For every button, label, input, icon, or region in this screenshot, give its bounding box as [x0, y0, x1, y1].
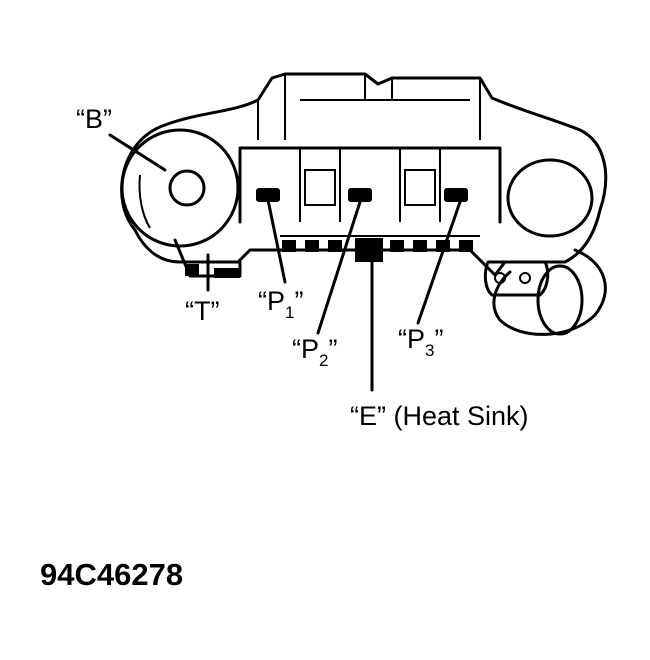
p2-terminal-pad	[348, 188, 372, 202]
p1-terminal-pad	[256, 188, 280, 202]
label-p3: “P3”	[398, 324, 443, 360]
panel-dividers	[299, 148, 441, 222]
figure-id: 94C46278	[40, 557, 183, 592]
top-ridge	[257, 74, 481, 140]
p1-leader	[266, 198, 287, 284]
mount-plate	[483, 260, 550, 297]
b-terminal-hole	[168, 169, 206, 207]
t-terminal-nut	[185, 264, 199, 276]
heat-sink-fins	[280, 235, 480, 262]
label-p1: “P1”	[258, 286, 303, 322]
t-terminal-pad	[214, 268, 240, 278]
p3-terminal-pad	[444, 188, 468, 202]
label-t: “T”	[185, 296, 219, 326]
label-p2: “P2”	[292, 334, 337, 370]
terminal-panel	[238, 146, 502, 224]
b-shading	[138, 174, 151, 229]
b-terminal-boss	[120, 128, 240, 248]
panel-windows	[304, 169, 436, 206]
b-leader	[108, 133, 167, 172]
label-e-heat-sink: “E” (Heat Sink)	[350, 401, 529, 431]
mount-hole-right	[519, 272, 531, 284]
p3-leader	[416, 200, 462, 325]
right-ear-inner	[536, 264, 584, 336]
label-b: “B”	[76, 104, 112, 134]
p2-leader	[316, 200, 362, 335]
mount-hole-left	[494, 272, 506, 284]
right-terminal-boss	[506, 158, 594, 238]
rectifier-body	[120, 72, 608, 277]
